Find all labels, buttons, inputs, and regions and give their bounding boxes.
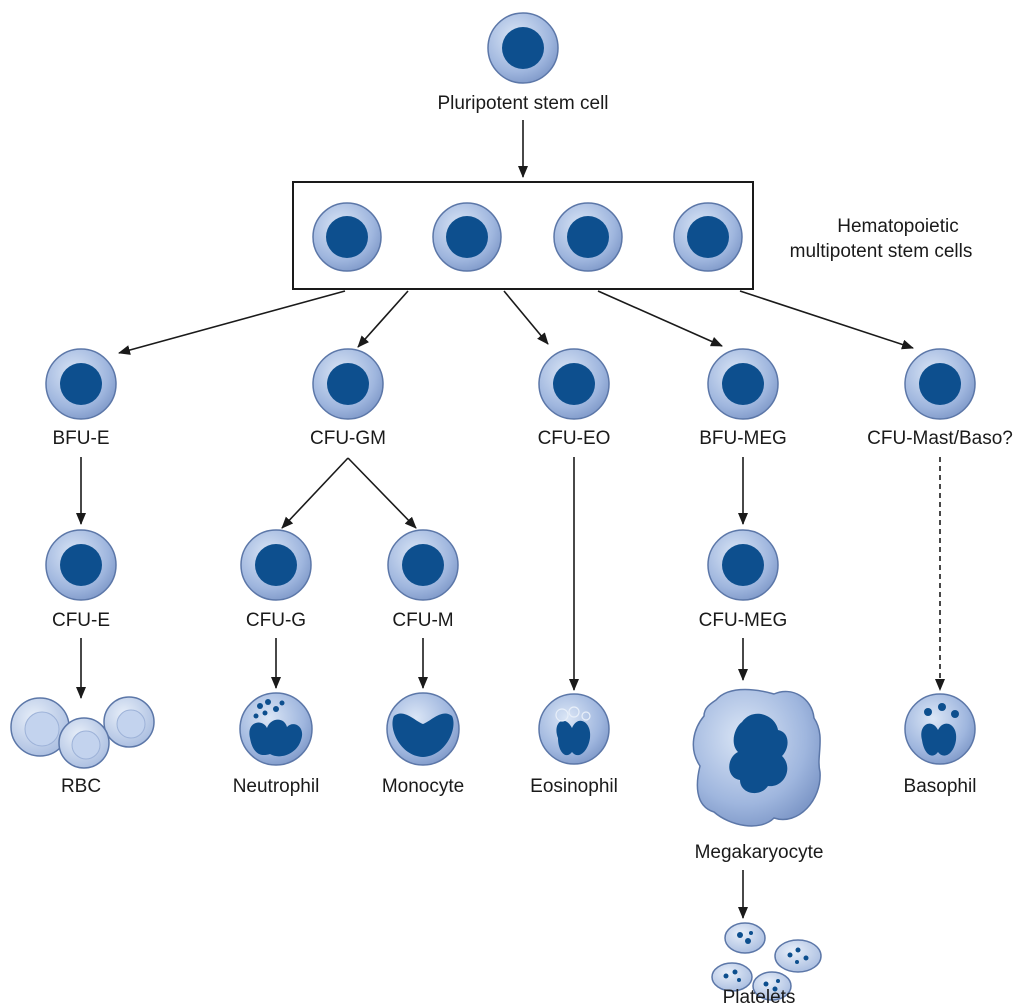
multipotent-cell xyxy=(312,202,382,272)
multipotent-label-line2: multipotent stem cells xyxy=(790,241,973,262)
neutrophil-label: Neutrophil xyxy=(233,776,320,797)
cfu-m-label: CFU-M xyxy=(392,610,453,631)
bfu-e-cell xyxy=(45,348,117,420)
cfu-e-cell xyxy=(45,529,117,601)
cfu-mast-baso-cell xyxy=(904,348,976,420)
eosinophil-cell xyxy=(538,693,610,765)
multipotent-cell xyxy=(673,202,743,272)
cfu-e-label: CFU-E xyxy=(52,610,110,631)
pluripotent-label: Pluripotent stem cell xyxy=(437,93,608,114)
cfu-g-label: CFU-G xyxy=(246,610,306,631)
basophil-label: Basophil xyxy=(904,776,977,797)
cfu-eo-label: CFU-EO xyxy=(538,428,611,449)
cfu-gm-cell xyxy=(312,348,384,420)
megakaryocyte-cell xyxy=(692,688,821,827)
arrow xyxy=(281,457,349,529)
cfu-meg-cell xyxy=(707,529,779,601)
arrow xyxy=(357,290,409,348)
multipotent-label-line1: Hematopoietic xyxy=(837,216,958,237)
cfu-m-cell xyxy=(387,529,459,601)
cfu-meg-label: CFU-MEG xyxy=(699,610,788,631)
arrow xyxy=(503,290,549,345)
rbc-label: RBC xyxy=(61,776,101,797)
arrow xyxy=(347,457,417,529)
cfu-mast-baso-label: CFU-Mast/Baso? xyxy=(867,428,1013,449)
platelets-label: Platelets xyxy=(723,987,796,1007)
arrow xyxy=(118,290,346,355)
cfu-gm-label: CFU-GM xyxy=(310,428,386,449)
rbc-cells xyxy=(10,696,155,769)
neutrophil-cell xyxy=(239,692,313,766)
monocyte-label: Monocyte xyxy=(382,776,464,797)
cfu-eo-cell xyxy=(538,348,610,420)
monocyte-cell xyxy=(386,692,460,766)
basophil-cell xyxy=(904,693,976,765)
arrow xyxy=(597,290,723,347)
cfu-g-cell xyxy=(240,529,312,601)
bfu-meg-label: BFU-MEG xyxy=(699,428,787,449)
multipotent-cell xyxy=(432,202,502,272)
eosinophil-label: Eosinophil xyxy=(530,776,618,797)
arrow xyxy=(739,290,914,350)
bfu-e-label: BFU-E xyxy=(53,428,110,449)
multipotent-box xyxy=(292,181,754,290)
pluripotent-stem-cell xyxy=(487,12,559,84)
multipotent-cell xyxy=(553,202,623,272)
megakaryocyte-label: Megakaryocyte xyxy=(695,842,824,863)
bfu-meg-cell xyxy=(707,348,779,420)
platelet-cells xyxy=(711,922,822,1001)
